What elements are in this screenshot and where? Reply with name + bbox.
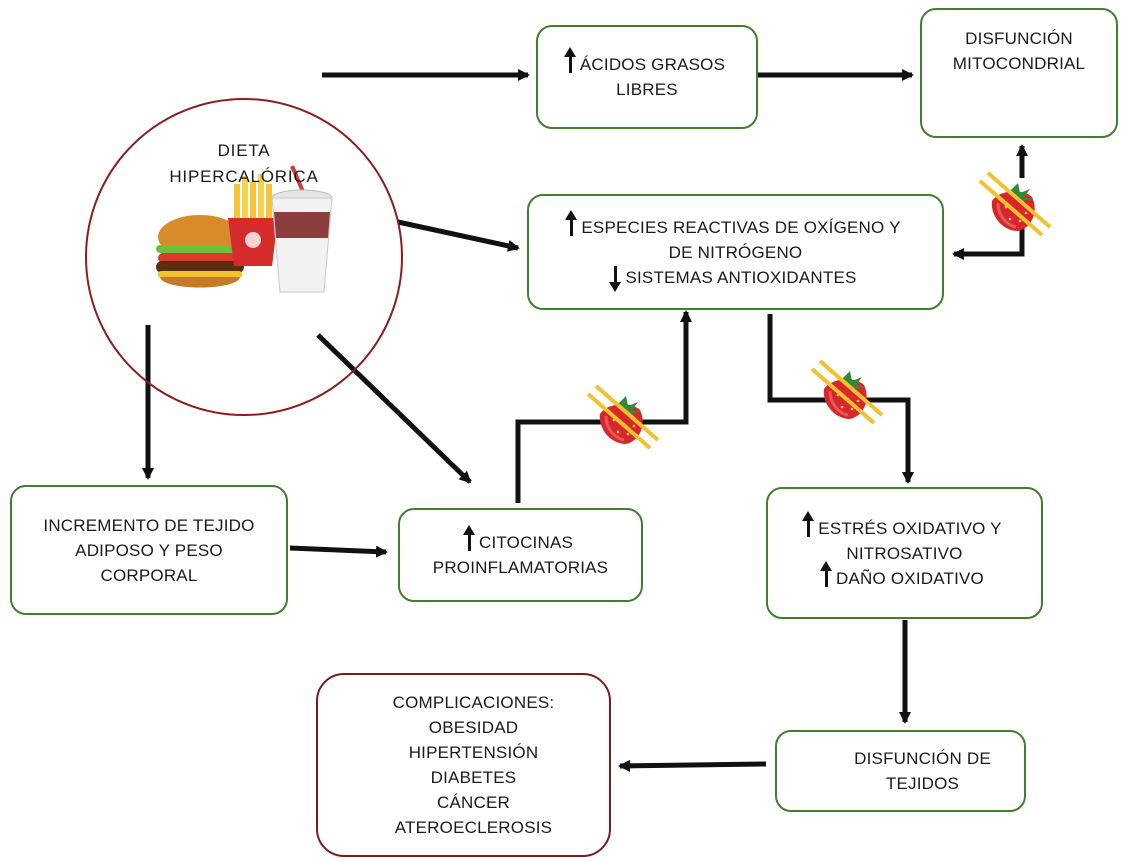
node-line: ADIPOSO Y PESO	[75, 540, 223, 560]
node-line: ÁCIDOS GRASOS	[579, 55, 726, 74]
node-disfuncion-tejidos: DISFUNCIÓN DE TEJIDOS	[775, 730, 1026, 812]
up-arrow-icon	[462, 525, 475, 551]
up-arrow-icon	[820, 560, 833, 587]
node-line: TEJIDOS	[885, 774, 960, 793]
node-acidos-grasos: ÁCIDOS GRASOS LIBRES	[536, 25, 758, 129]
node-line: MITOCONDRIAL	[952, 54, 1086, 73]
diet-label-line: DIETA	[217, 141, 271, 160]
up-arrow-icon	[565, 209, 578, 236]
node-disfuncion-mitocondrial: DISFUNCIÓN MITOCONDRIAL	[920, 8, 1118, 138]
node-line: HIPERTENSIÓN	[408, 743, 539, 762]
node-line: ESPECIES REACTIVAS DE OXÍGENO Y	[581, 217, 901, 237]
node-especies-reactivas: ESPECIES REACTIVAS DE OXÍGENO Y DE NITRÓ…	[527, 194, 944, 310]
edge-tejidos-complicaciones	[618, 759, 767, 772]
node-line: OBESIDAD	[428, 718, 519, 737]
down-arrow-icon	[609, 265, 622, 292]
strawberry-icon	[586, 384, 660, 450]
node-line: DAÑO OXIDATIVO	[836, 568, 984, 588]
node-citocinas: CITOCINAS PROINFLAMATORIAS	[398, 508, 643, 602]
node-line: LIBRES	[616, 80, 678, 99]
strawberry-icon	[810, 359, 884, 425]
node-complicaciones: COMPLICACIONES: OBESIDAD HIPERTENSIÓN DI…	[316, 673, 611, 857]
node-line: COMPLICACIONES:	[392, 693, 555, 712]
edge-mitocondrial-especies	[952, 224, 1025, 260]
node-line: ESTRÉS OXIDATIVO Y	[818, 518, 1002, 538]
node-line: CORPORAL	[100, 565, 198, 585]
diet-label-line: HIPERCALÓRICA	[169, 167, 319, 186]
up-arrow-icon	[802, 510, 815, 537]
node-line: DIABETES	[430, 768, 517, 787]
node-line: PROINFLAMATORIAS	[432, 558, 609, 577]
node-line: DISFUNCIÓN DE	[854, 749, 991, 768]
node-line: CÁNCER	[437, 793, 510, 812]
diet-label: DIETA HIPERCALÓRICA	[85, 138, 403, 190]
edge-dieta-especies	[397, 219, 520, 252]
up-arrow-icon	[563, 47, 576, 73]
node-line: SISTEMAS ANTIOXIDANTES	[625, 267, 857, 287]
node-line: CITOCINAS	[478, 533, 574, 552]
edge-incremento-citocinas	[289, 545, 388, 558]
diet-circle	[85, 98, 403, 416]
node-incremento-tejido: INCREMENTO DE TEJIDO ADIPOSO Y PESO CORP…	[10, 485, 288, 615]
node-line: DE NITRÓGENO	[668, 242, 803, 262]
strawberry-icon	[978, 171, 1052, 237]
node-estres-oxidativo: ESTRÉS OXIDATIVO Y NITROSATIVO DAÑO OXID…	[766, 487, 1043, 619]
node-line: INCREMENTO DE TEJIDO	[43, 515, 255, 535]
node-line: DISFUNCIÓN	[965, 29, 1073, 48]
node-line: ATEROECLEROSIS	[394, 818, 553, 837]
node-line: NITROSATIVO	[846, 543, 963, 563]
